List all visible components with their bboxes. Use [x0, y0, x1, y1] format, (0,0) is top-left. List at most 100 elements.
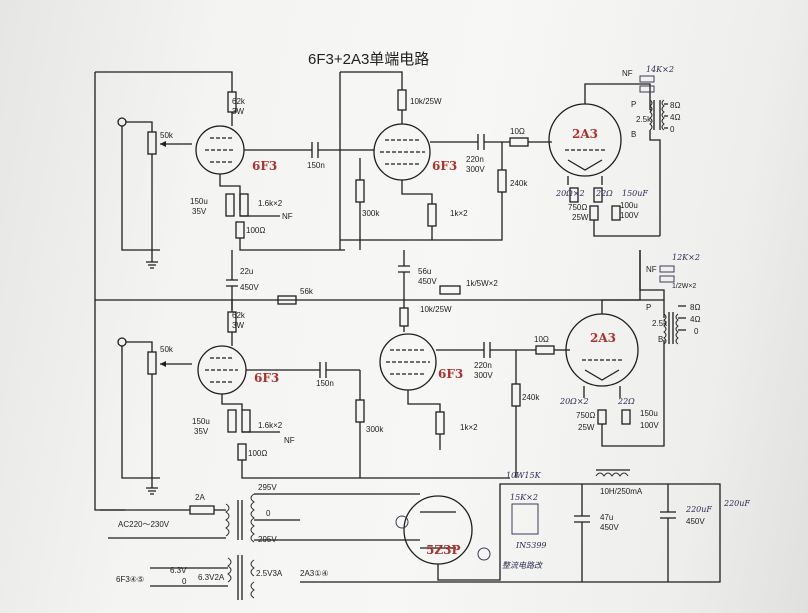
label-47u: 47u: [600, 513, 613, 522]
label-240k: 240k: [510, 179, 528, 188]
upper-channel: 50k 62k 3W 6F3 150u 35V 1.6k×2 NF 100Ω 1…: [94, 65, 680, 300]
label-35v-lower: 35V: [194, 427, 209, 436]
label-295v-2: 295V: [258, 535, 277, 544]
label-240k-lower: 240k: [522, 393, 540, 402]
label-10-ohm: 10Ω: [510, 127, 525, 136]
label-25v3a: 2.5V3A: [256, 569, 283, 578]
label-6f3: 6F3: [252, 159, 277, 173]
label-2-5k-lower: 2.5k: [652, 319, 668, 328]
label-1k5w: 1k/5W×2: [466, 279, 498, 288]
label-8-ohm-lower: 8Ω: [690, 303, 700, 312]
grid-res-3: [497, 169, 507, 193]
label-20r-upper: 20Ω×2: [555, 189, 585, 198]
label-62k-lower: 62k: [232, 311, 246, 320]
label-6f3-lower: 6F3: [254, 371, 279, 385]
label-220n-lower: 220n: [474, 361, 492, 370]
label-22u: 22u: [240, 267, 253, 276]
label-220n: 220n: [466, 155, 484, 164]
cathode-cap-3: [611, 205, 621, 221]
input-jack-lower-icon: [117, 337, 127, 347]
res-10k25w-lower: [399, 307, 409, 327]
label-15kx2-hand: 15K×2: [510, 493, 538, 502]
label-12k-hand: 12K×2: [672, 253, 700, 262]
label-22r-lower: 22Ω: [617, 397, 635, 406]
plate-res-2: [397, 89, 407, 111]
res-56k: [277, 295, 297, 305]
label-10w15k-hand: 10W15K: [506, 471, 542, 480]
label-63v2a: 6.3V2A: [198, 573, 225, 582]
cathode-res-3: [589, 205, 599, 221]
label-150u-lower: 150u: [192, 417, 210, 426]
label-1-6k: 1.6k×2: [258, 199, 283, 208]
label-1-6k-lower: 1.6k×2: [258, 421, 283, 430]
label-100u: 100u: [620, 201, 638, 210]
label-pot: 50k: [160, 131, 174, 140]
label-fil-0: 0: [182, 577, 187, 586]
label-150n-lower: 150n: [316, 379, 334, 388]
label-150u: 150u: [190, 197, 208, 206]
label-220uf-hand: 220uF: [723, 499, 750, 508]
label-25w: 25W: [572, 213, 589, 222]
label-56u-450v: 450V: [418, 277, 437, 286]
label-0-out: 0: [670, 125, 675, 134]
diagram-title: 6F3+2A3单端电路: [308, 51, 429, 68]
label-62k: 62k: [232, 97, 246, 106]
label-56u: 56u: [418, 267, 431, 276]
volume-pot-lower: [147, 351, 157, 375]
label-8-ohm: 8Ω: [670, 101, 680, 110]
label-35v: 35V: [192, 207, 207, 216]
label-nf-2: NF: [622, 69, 633, 78]
label-p: P: [631, 100, 636, 109]
label-750: 750Ω: [568, 203, 587, 212]
label-100v: 100V: [620, 211, 639, 220]
label-choke: 10H/250mA: [600, 487, 643, 496]
label-rectifier-note: 整流电路改: [502, 561, 543, 570]
middle-rail: 22u 450V 56k 56u 450V 1k/5W×2 10k/25W: [95, 250, 641, 332]
label-6f3-lower-b: 6F3: [438, 367, 463, 381]
label-6f3-b: 6F3: [432, 159, 457, 173]
label-22r-upper: 22Ω: [595, 189, 613, 198]
label-220u-450v: 450V: [686, 517, 705, 526]
label-3w: 3W: [232, 107, 244, 116]
label-450v: 450V: [240, 283, 259, 292]
label-b-lower: B: [658, 335, 663, 344]
label-100v-lower: 100V: [640, 421, 659, 430]
label-63v: 6.3V: [170, 566, 187, 575]
cathode-res-1: [239, 193, 249, 217]
label-p-lower: P: [646, 303, 651, 312]
grid-res-2: [355, 179, 365, 203]
input-jack-icon: [117, 117, 127, 127]
label-2a3-lower: 2A3: [590, 331, 616, 345]
label-295v: 295V: [258, 483, 277, 492]
tube-2a3-lower: [565, 313, 639, 387]
label-b: B: [631, 130, 636, 139]
label-150n-upper: 150n: [307, 161, 325, 170]
label-3w-lower: 3W: [232, 321, 244, 330]
label-10k-25w: 10k/25W: [410, 97, 442, 106]
label-mains: AC220～230V: [118, 520, 170, 529]
label-300v-lower: 300V: [474, 371, 493, 380]
label-750-lower: 750Ω: [576, 411, 595, 420]
label-14k-hand: 14K×2: [646, 65, 674, 74]
volume-pot: [147, 131, 157, 155]
label-half-w: 1/2W×2: [672, 283, 696, 290]
label-10-ohm-lower: 10Ω: [534, 335, 549, 344]
label-2a3-fil: 2A3①④: [300, 569, 329, 578]
label-47u-450v: 450V: [600, 523, 619, 532]
label-4-ohm-lower: 4Ω: [690, 315, 700, 324]
label-nf-lower: NF: [284, 436, 295, 445]
label-25w-lower: 25W: [578, 423, 595, 432]
label-300v: 300V: [466, 165, 485, 174]
label-0-out-lower: 0: [694, 327, 699, 336]
label-220u: 220uF: [685, 505, 712, 514]
label-300k: 300k: [362, 209, 380, 218]
label-300k-lower: 300k: [366, 425, 384, 434]
res-1k-5w: [439, 285, 461, 295]
label-10k25w-lower: 10k/25W: [420, 305, 452, 314]
label-bridge-hand: IN5399: [515, 541, 547, 550]
label-20r-lower: 20Ω×2: [559, 397, 589, 406]
label-1k: 1k×2: [450, 209, 468, 218]
label-2-5k: 2.5k: [636, 115, 652, 124]
